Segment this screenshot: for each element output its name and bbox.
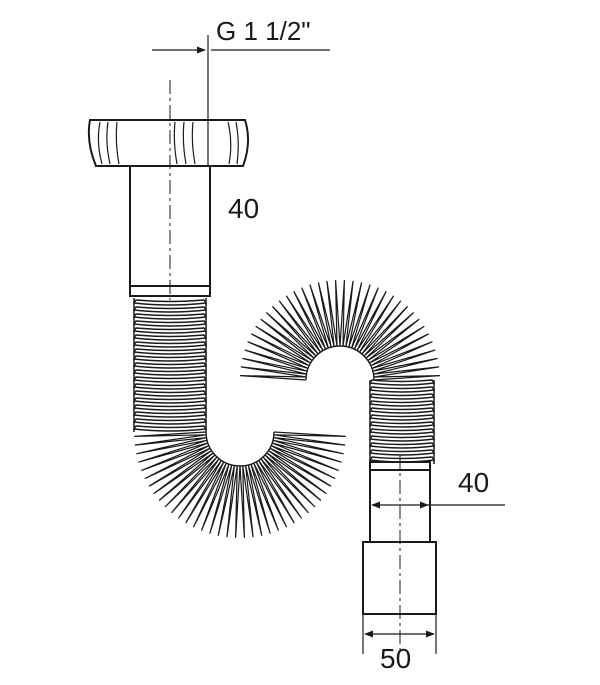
corrugated-hose (132, 280, 440, 538)
center-lines (169, 80, 401, 655)
threaded-cap (87, 119, 249, 167)
outlet-socket (362, 541, 437, 615)
inlet-diameter-label: 40 (228, 193, 259, 224)
thread-label: G 1 1/2" (216, 16, 311, 46)
dimension-socket (362, 614, 437, 654)
outlet-diameter-label: 40 (458, 467, 489, 498)
socket-label: 50 (380, 643, 411, 674)
dimension-thread (152, 35, 330, 166)
